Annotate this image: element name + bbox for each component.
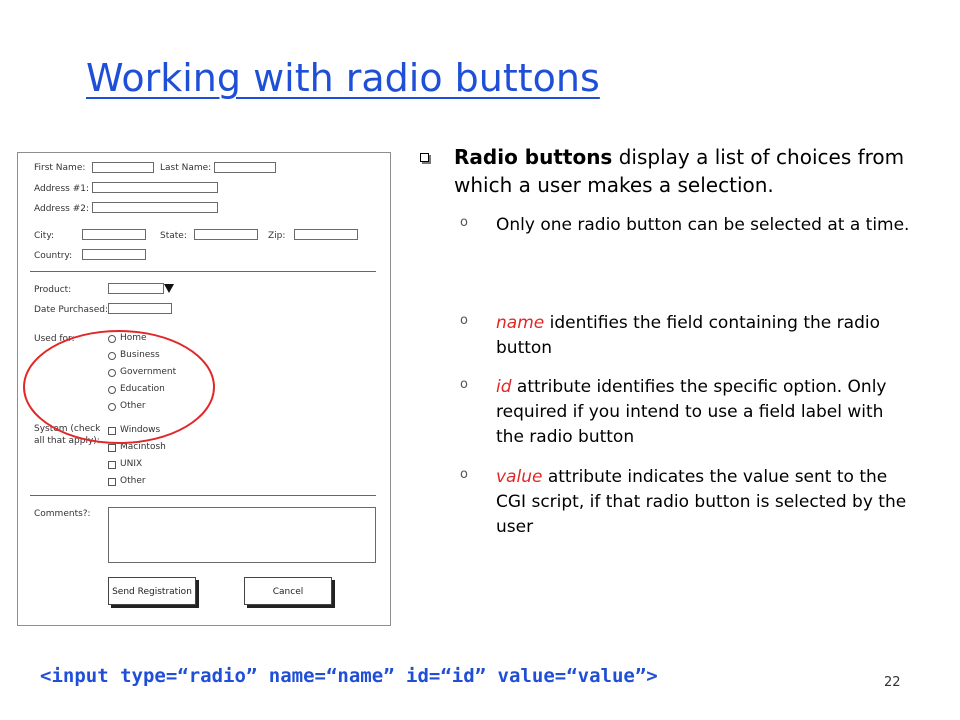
date-purchased-label: Date Purchased:: [34, 305, 108, 315]
main-bullet-rest: display a list of choices from which a u…: [454, 145, 905, 197]
id-keyword: id: [496, 377, 512, 397]
main-bullet-text: Radio buttons display a list of choices …: [454, 143, 944, 199]
circle-bullet-icon: o: [460, 313, 468, 328]
sub-bullet-2-text: name identifies the field containing the…: [496, 311, 914, 361]
code-example: <input type=“radio” name=“name” id=“id” …: [40, 665, 658, 687]
value-keyword: value: [496, 467, 543, 487]
checkbox-macintosh: [108, 444, 116, 452]
address1-label: Address #1:: [34, 184, 90, 194]
page-number: 22: [884, 675, 901, 690]
circle-bullet-icon: o: [460, 215, 468, 230]
send-registration-button: Send Registration: [108, 577, 196, 605]
address1-field: [92, 182, 218, 193]
last-name-label: Last Name:: [160, 163, 212, 173]
highlight-circle: [23, 330, 215, 444]
address2-field: [92, 202, 218, 213]
circle-bullet-icon: o: [460, 377, 468, 392]
zip-field: [294, 229, 358, 240]
first-name-label: First Name:: [34, 163, 86, 173]
city-label: City:: [34, 231, 55, 241]
cancel-button: Cancel: [244, 577, 332, 605]
checkbox-macintosh-label: Macintosh: [120, 442, 166, 452]
last-name-field: [214, 162, 276, 173]
comments-textarea: [108, 507, 376, 563]
sub-bullet-4-text: value attribute indicates the value sent…: [496, 465, 914, 540]
checkbox-unix: [108, 461, 116, 469]
divider-line: [30, 495, 376, 496]
circle-bullet-icon: o: [460, 467, 468, 482]
divider-line: [30, 271, 376, 272]
sub-bullet-1-text: Only one radio button can be selected at…: [496, 215, 910, 235]
checkbox-unix-label: UNIX: [120, 459, 143, 469]
dropdown-arrow-icon: [164, 284, 174, 293]
sub-bullet-3-text: id attribute identifies the specific opt…: [496, 375, 914, 450]
slide-title: Working with radio buttons: [86, 56, 600, 100]
city-field: [82, 229, 146, 240]
country-field: [82, 249, 146, 260]
checkbox-other-label: Other: [120, 476, 146, 486]
main-bullet-bold: Radio buttons: [454, 145, 613, 169]
system-label-line2: all that apply):: [34, 436, 100, 446]
name-keyword: name: [496, 313, 545, 333]
date-purchased-field: [108, 303, 172, 314]
address2-label: Address #2:: [34, 204, 90, 214]
state-label: State:: [160, 231, 187, 241]
zip-label: Zip:: [268, 231, 286, 241]
product-select: [108, 283, 164, 294]
sub-bullet-2-rest: identifies the field containing the radi…: [496, 313, 880, 358]
square-bullet-icon: [420, 153, 429, 162]
state-field: [194, 229, 258, 240]
first-name-field: [92, 162, 154, 173]
product-label: Product:: [34, 285, 72, 295]
country-label: Country:: [34, 251, 73, 261]
used-for-label: Used for:: [34, 334, 75, 344]
sub-bullet-4-rest: attribute indicates the value sent to th…: [496, 467, 907, 537]
sub-bullet-3-rest: attribute identifies the specific option…: [496, 377, 887, 447]
comments-label: Comments?:: [34, 509, 91, 519]
checkbox-other: [108, 478, 116, 486]
